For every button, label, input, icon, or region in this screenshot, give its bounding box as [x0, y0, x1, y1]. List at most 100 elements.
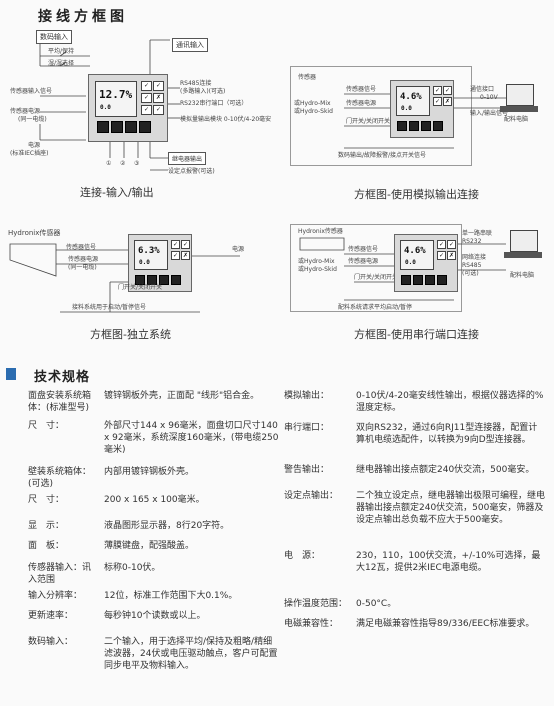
diagram-serial-port: Hydronix传感器 或Hydro-Mix 或Hydro-Skid 传感器信号…	[284, 218, 552, 348]
d3-lcd-value: 6.3%	[138, 246, 160, 256]
spec-key: 警告输出：	[284, 465, 330, 475]
d4-bottom: 配料系统请求平均启动/暂停	[338, 304, 413, 311]
cross-icon: ✗	[447, 251, 456, 260]
panel-button	[139, 121, 151, 133]
d4-relay: 门开关/关闭开关	[354, 274, 399, 281]
check-icon: ✓	[141, 81, 152, 91]
digital-input-box: 数码输入	[36, 30, 72, 44]
diag1-in1: 平均/保持	[48, 48, 75, 55]
d3-controller-panel: 6.3% 0.0 ✓ ✓ ✓ ✗	[128, 234, 192, 292]
spec-key: 模拟输出：	[284, 391, 330, 401]
d3-mains: 电源	[232, 246, 245, 253]
spec-value: 12位，标准工作范围下大0.1%。	[104, 591, 238, 601]
spec-key: 输入分辨率：	[28, 591, 83, 601]
cross-icon: ✗	[181, 251, 190, 260]
d3-sig: 传感器信号	[66, 244, 97, 251]
d2-sensor: 传感器	[298, 74, 317, 81]
spec-key: 串行端口：	[284, 423, 330, 433]
check-icon: ✓	[433, 86, 442, 95]
diagram-analog-output: 传感器 或Hydro-Mix 或Hydro-Skid 传感器信号 传感器电源 门…	[284, 60, 552, 205]
d3-pwr2: (同一电缆)	[68, 264, 97, 271]
d2-pc-in: 通信接口	[470, 86, 495, 93]
rs232-label: RS232串行端口（可选）	[180, 100, 248, 107]
panel-button	[433, 121, 443, 131]
d2-lcd-value: 4.6%	[400, 92, 422, 102]
controller-panel: 12.7% 0.0 ✓ ✓ ✓ ✗ ✓ ✓	[88, 74, 168, 142]
d4-hydroskid: 或Hydro-Skid	[298, 266, 337, 273]
d4-pc-label: 配料电脑	[510, 272, 535, 279]
spec-value: 内部用镀锌钢板外壳。	[104, 467, 195, 477]
d4-rs485c: (可选)	[462, 270, 479, 277]
d2-relay-out: 输入/输出信号	[470, 110, 509, 117]
panel-button	[135, 275, 145, 285]
panel-button	[409, 121, 419, 131]
d4-hydromix: 或Hydro-Mix	[298, 258, 335, 265]
d2-relay: 门开关/关闭开关	[346, 118, 391, 125]
d2-hydroskid: 或Hydro-Skid	[294, 108, 333, 115]
diagram-connections-io: 数码输入 平均/保持 湿/湿选择 通讯输入 12.7% 0.0 ✓ ✓ ✓ ✗ …	[0, 0, 280, 200]
power-label: 电源	[28, 142, 41, 149]
check-icon: ✓	[437, 251, 446, 260]
analog-label: 模拟量输出模块 0-10伏/4-20毫安	[180, 116, 272, 123]
spec-key: 数码输入：	[28, 637, 74, 647]
d3-sensor: Hydronix传感器	[8, 229, 61, 237]
diagram2-wires	[344, 93, 506, 149]
check-icon: ✓	[153, 105, 164, 115]
iec-label: (标准IEC插座)	[10, 150, 49, 157]
d4-lcd-value: 4.6%	[404, 246, 426, 256]
diagram4-wires	[299, 237, 506, 301]
panel-button	[171, 275, 181, 285]
spec-key: 操作温度范围：	[284, 599, 348, 609]
check-icon: ✓	[141, 93, 152, 103]
computer-icon	[510, 230, 538, 252]
rs485-label: RS485连接	[180, 80, 212, 87]
d2-bottom: 数码输出/故障报警/接点开关信号	[338, 152, 427, 159]
diagram2-caption: 方框图-使用模拟输出连接	[354, 188, 479, 201]
d4-lcd: 4.6% 0.0	[400, 240, 434, 270]
spec-value: 0-50°C。	[356, 599, 397, 609]
comm-input-box: 通讯输入	[172, 38, 208, 52]
panel-button	[413, 275, 423, 285]
spec-value: 液晶图形显示器，8行20字符。	[104, 521, 230, 531]
keyboard-icon	[500, 106, 538, 112]
spec-value: 标称0-10伏。	[104, 563, 161, 573]
spec-key: 传感器输入：讯入范围	[28, 563, 92, 585]
d4-controller-panel: 4.6% 0.0 ✓ ✓ ✓ ✗	[394, 234, 458, 292]
lcd-value: 12.7%	[99, 88, 133, 101]
spec-key: 电 源：	[284, 551, 321, 561]
d3-lcd-sub: 0.0	[139, 259, 150, 266]
specs-right-column: 模拟输出：0-10伏/4-20毫安线性输出，根据仪器选择的%湿度定标。串行端口：…	[284, 390, 550, 700]
num1: ①	[106, 160, 112, 167]
spec-value: 二个独立设定点，继电器输出极限可编程，继电器输出接点额定240伏交流，500毫安…	[356, 491, 546, 525]
page-title: 接线方框图	[38, 9, 128, 25]
check-icon: ✓	[181, 240, 190, 249]
d3-relay: 门开关/关闭开关	[118, 284, 163, 291]
panel-button	[437, 275, 447, 285]
d4-rs485: 网络连接	[462, 254, 487, 261]
spec-key: 更新速率：	[28, 611, 74, 621]
section-title: 技术规格	[34, 370, 91, 385]
panel-button	[425, 275, 435, 285]
spec-key: 显 示：	[28, 521, 65, 531]
diag1-in2: 湿/湿选择	[48, 60, 75, 67]
relay-note: 设定点报警(可选)	[168, 168, 215, 175]
panel-button	[397, 121, 407, 131]
check-icon: ✓	[447, 240, 456, 249]
check-icon: ✓	[171, 251, 180, 260]
check-icon: ✓	[437, 240, 446, 249]
spec-key: 尺 寸：	[28, 421, 65, 431]
keyboard-icon	[504, 252, 542, 258]
spec-value: 200 x 165 x 100毫米。	[104, 495, 205, 505]
relay-out-box: 继电器输出	[168, 152, 207, 165]
d3-pwr: 传感器电源	[68, 256, 99, 263]
lcd-sub: 0.0	[100, 104, 111, 111]
d2-hydromix: 或Hydro-Mix	[294, 100, 331, 107]
section-marker	[6, 368, 16, 380]
d4-sensor: Hydronix传感器	[298, 228, 343, 235]
d2-pc-in2: 0-10V	[480, 94, 498, 101]
cross-icon: ✗	[443, 97, 452, 106]
spec-key: 设定点输出：	[284, 491, 339, 501]
d3-bottom: 接料系统用于启动/暂停信号	[72, 304, 147, 311]
d4-rs232: 单一路串联	[462, 230, 493, 237]
panel-button	[125, 121, 137, 133]
